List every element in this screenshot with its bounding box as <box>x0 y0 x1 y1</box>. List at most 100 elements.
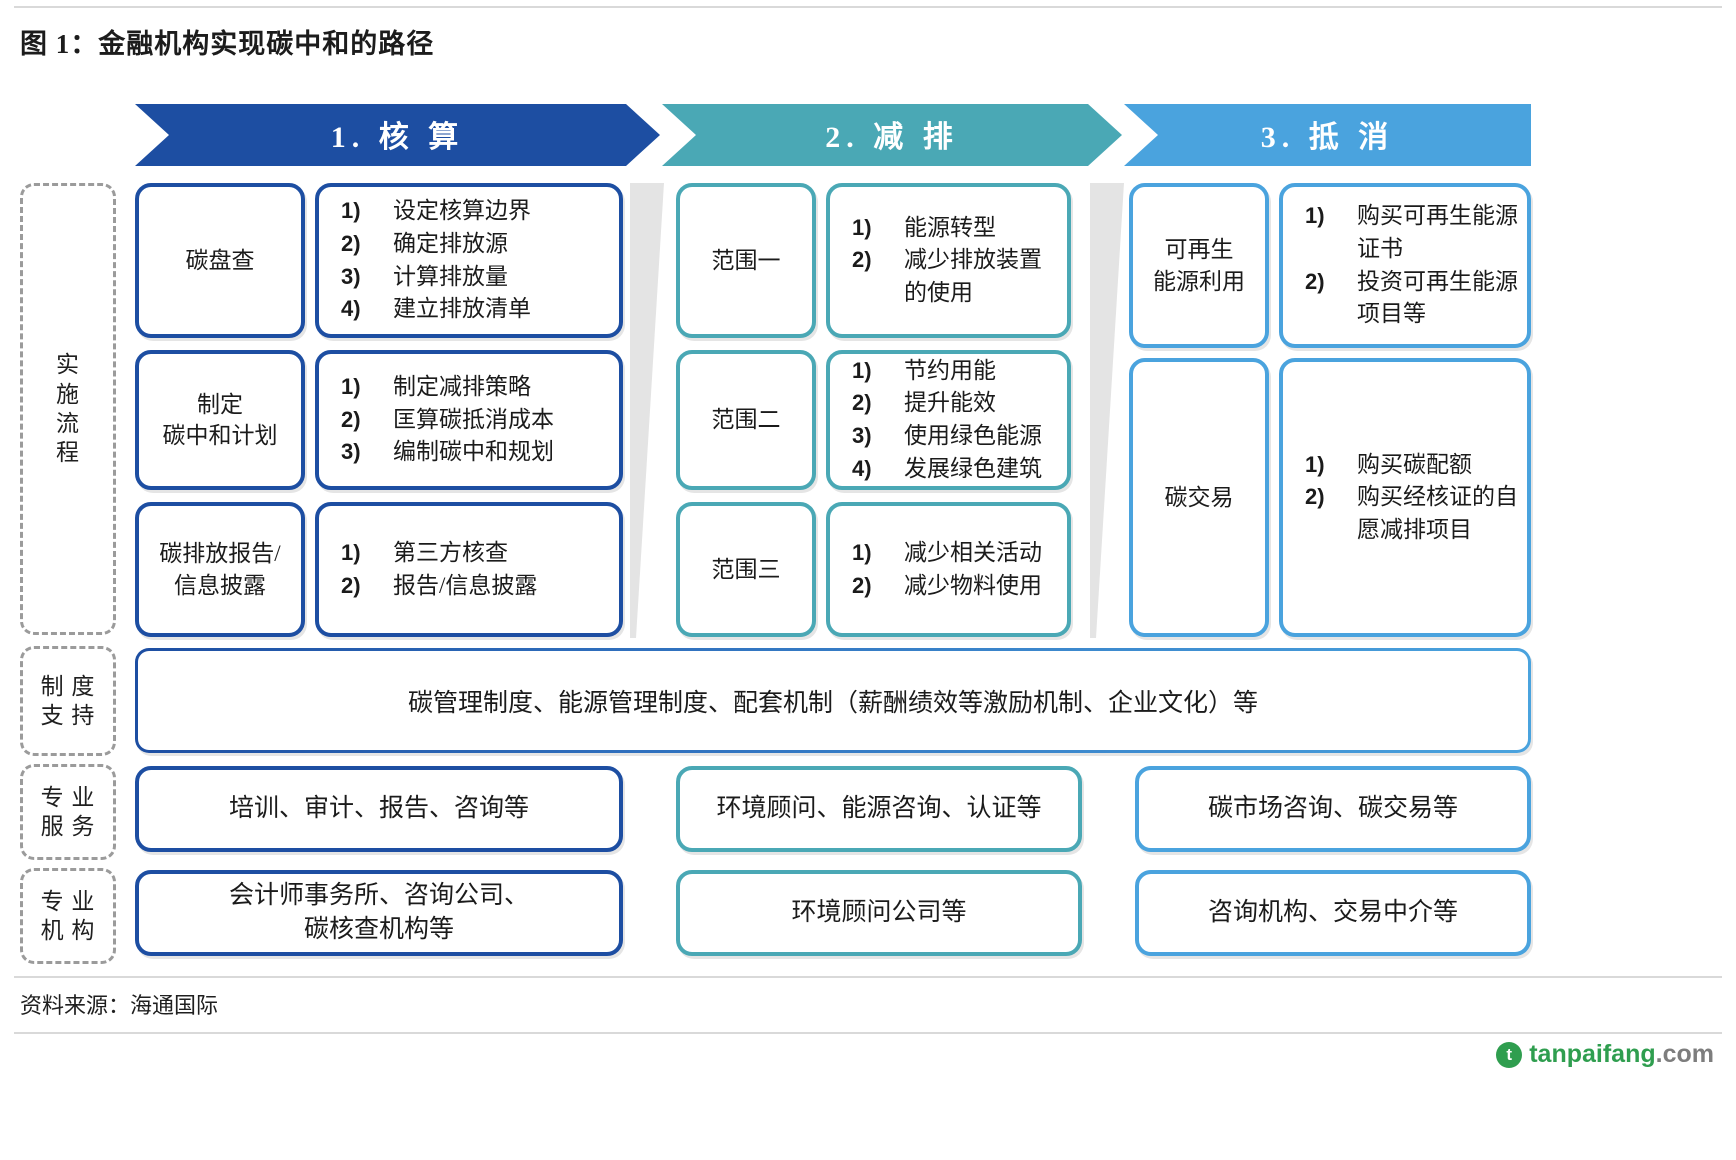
list-item-number: 3) <box>341 263 361 289</box>
rail-professional-services: 专 业 服 务 <box>20 764 116 860</box>
list-item-number: 3) <box>341 439 361 465</box>
stage-header-2-label: 2. 减 排 <box>825 121 959 154</box>
stage-separator-triangle-2 <box>1090 183 1124 638</box>
professional-service-stage3: 碳市场咨询、碳交易等 <box>1135 766 1531 852</box>
list-item-number: 1) <box>341 198 361 224</box>
list-item: 2) 匡算碳抵消成本 <box>341 404 619 437</box>
list-item-text: 制定减排策略 <box>393 374 531 400</box>
list-item-number: 1) <box>341 539 361 565</box>
brand-name-text: tanpaifang <box>1529 1040 1656 1068</box>
list-item-text: 提升能效 <box>904 390 996 416</box>
list-item-number: 2) <box>1305 484 1325 510</box>
stage1-row3-detail-card: 1) 第三方核查 2) 报告/信息披露 <box>315 502 623 637</box>
stage1-row3-title: 碳排放报告/ 信息披露 <box>159 541 281 598</box>
list-item: 1) 减少相关活动 <box>852 537 1067 570</box>
list-item-text: 购买可再生能源 证书 <box>1357 203 1518 261</box>
list-item-number: 1) <box>1305 451 1325 477</box>
list-item-text: 编制碳中和规划 <box>393 439 554 465</box>
stage1-row3-title-card: 碳排放报告/ 信息披露 <box>135 502 305 637</box>
list-item-text: 购买碳配额 <box>1357 451 1472 477</box>
list-item-text: 使用绿色能源 <box>904 423 1042 448</box>
list-item: 1) 购买碳配额 <box>1305 449 1527 482</box>
stage2-row3-detail-card: 1) 减少相关活动 2) 减少物料使用 <box>826 502 1071 637</box>
list-item: 1) 制定减排策略 <box>341 371 619 404</box>
stage-header-3-label: 3. 抵 消 <box>1260 121 1395 154</box>
list-item-number: 2) <box>1305 268 1325 294</box>
list-item: 4) 发展绿色建筑 <box>852 453 1067 486</box>
list-item: 2) 投资可再生能源 项目等 <box>1305 266 1527 331</box>
institutional-support-bar: 碳管理制度、能源管理制度、配套机制（薪酬绩效等激励机制、企业文化）等 <box>135 648 1531 753</box>
list-item: 1) 购买可再生能源 证书 <box>1305 200 1527 265</box>
rail-implementation-process: 实 施 流 程 <box>20 183 116 635</box>
stage-header-2: 2. 减 排 <box>662 104 1122 166</box>
list-item-text: 减少相关活动 <box>904 539 1042 565</box>
figure-title: 图 1：金融机构实现碳中和的路径 <box>20 29 435 59</box>
list-item-number: 1) <box>852 539 872 565</box>
brand-watermark: t tanpaifang.com <box>1496 1040 1714 1069</box>
list-item: 2) 减少排放装置 的使用 <box>852 244 1067 309</box>
list-item-number: 1) <box>341 374 361 400</box>
list-item: 3) 计算排放量 <box>341 261 619 294</box>
stage-header-row: 1. 核 算 2. 减 排 3. 抵 消 <box>135 104 1531 166</box>
list-item-text: 能源转型 <box>904 214 996 240</box>
stage-separator-triangle-1 <box>630 183 664 638</box>
stage1-row3-list: 1) 第三方核查 2) 报告/信息披露 <box>319 537 619 602</box>
stage3-row2-list: 1) 购买碳配额 2) 购买经核证的自 愿减排项目 <box>1283 449 1527 547</box>
stage2-row2-title: 范围二 <box>711 407 781 433</box>
list-item-number: 4) <box>341 296 361 322</box>
list-item-text: 节约用能 <box>904 357 996 383</box>
stage1-row1-title-card: 碳盘查 <box>135 183 305 338</box>
list-item-text: 计算排放量 <box>393 263 508 289</box>
stage2-row3-list: 1) 减少相关活动 2) 减少物料使用 <box>830 537 1067 602</box>
list-item-text: 投资可再生能源 项目等 <box>1357 268 1518 327</box>
list-item: 3) 使用绿色能源 <box>852 420 1067 453</box>
list-item: 1) 设定核算边界 <box>341 195 619 228</box>
brand-name: tanpaifang.com <box>1529 1040 1714 1069</box>
list-item-text: 确定排放源 <box>393 230 508 256</box>
stage3-row1-title-card: 可再生 能源利用 <box>1129 183 1269 348</box>
stage1-row2-detail-card: 1) 制定减排策略 2) 匡算碳抵消成本 3) 编制碳中和规划 <box>315 350 623 490</box>
stage2-row1-detail-card: 1) 能源转型 2) 减少排放装置 的使用 <box>826 183 1071 338</box>
list-item-text: 报告/信息披露 <box>393 572 538 598</box>
stage2-row1-title: 范围一 <box>711 247 781 273</box>
rail-institutional-support: 制 度 支 持 <box>20 646 116 756</box>
stage1-row1-title: 碳盘查 <box>185 247 255 273</box>
list-item: 1) 第三方核查 <box>341 537 619 570</box>
professional-institution-stage1: 会计师事务所、咨询公司、 碳核查机构等 <box>135 870 623 956</box>
list-item-number: 3) <box>852 423 872 448</box>
list-item-number: 2) <box>852 572 872 598</box>
list-item: 2) 提升能效 <box>852 387 1067 420</box>
stage-header-1-label: 1. 核 算 <box>330 121 465 154</box>
list-item: 2) 购买经核证的自 愿减排项目 <box>1305 481 1527 546</box>
stage3-row1-list: 1) 购买可再生能源 证书 2) 投资可再生能源 项目等 <box>1283 200 1527 331</box>
stage3-row2-title: 碳交易 <box>1164 484 1234 510</box>
professional-institution-stage3: 咨询机构、交易中介等 <box>1135 870 1531 956</box>
list-item-number: 2) <box>341 572 361 598</box>
professional-service-stage2: 环境顾问、能源咨询、认证等 <box>676 766 1082 852</box>
list-item: 2) 确定排放源 <box>341 228 619 261</box>
list-item-text: 匡算碳抵消成本 <box>393 406 554 432</box>
list-item-number: 1) <box>852 357 872 383</box>
list-item-number: 2) <box>341 406 361 432</box>
stage2-row2-title-card: 范围二 <box>676 350 816 490</box>
process-grid: 碳盘查 1) 设定核算边界 2) 确定排放源 3) 计算排放量 4) 建立排放清 <box>135 180 1531 970</box>
list-item-number: 2) <box>852 247 872 273</box>
stage2-row3-title-card: 范围三 <box>676 502 816 637</box>
rail-label-professional-institutions: 专 业 机 构 <box>40 888 96 943</box>
stage2-row1-list: 1) 能源转型 2) 减少排放装置 的使用 <box>830 212 1067 310</box>
stage2-row2-list: 1) 节约用能 2) 提升能效 3) 使用绿色能源 4) 发展绿色建筑 <box>830 355 1067 486</box>
rail-label-implementation-process: 实 施 流 程 <box>56 352 80 466</box>
brand-domain-text: .com <box>1655 1040 1714 1068</box>
stage1-row1-list: 1) 设定核算边界 2) 确定排放源 3) 计算排放量 4) 建立排放清单 <box>319 195 619 326</box>
stage2-row1-title-card: 范围一 <box>676 183 816 338</box>
stage3-row1-title: 可再生 能源利用 <box>1153 237 1245 294</box>
list-item-number: 1) <box>1305 203 1325 229</box>
stage3-row2-title-card: 碳交易 <box>1129 358 1269 637</box>
institutional-support-text: 碳管理制度、能源管理制度、配套机制（薪酬绩效等激励机制、企业文化）等 <box>138 651 1528 750</box>
rail-professional-institutions: 专 业 机 构 <box>20 868 116 964</box>
stage1-row2-list: 1) 制定减排策略 2) 匡算碳抵消成本 3) 编制碳中和规划 <box>319 371 619 469</box>
list-item-text: 建立排放清单 <box>393 296 531 322</box>
list-item: 2) 报告/信息披露 <box>341 570 619 603</box>
list-item: 3) 编制碳中和规划 <box>341 436 619 469</box>
